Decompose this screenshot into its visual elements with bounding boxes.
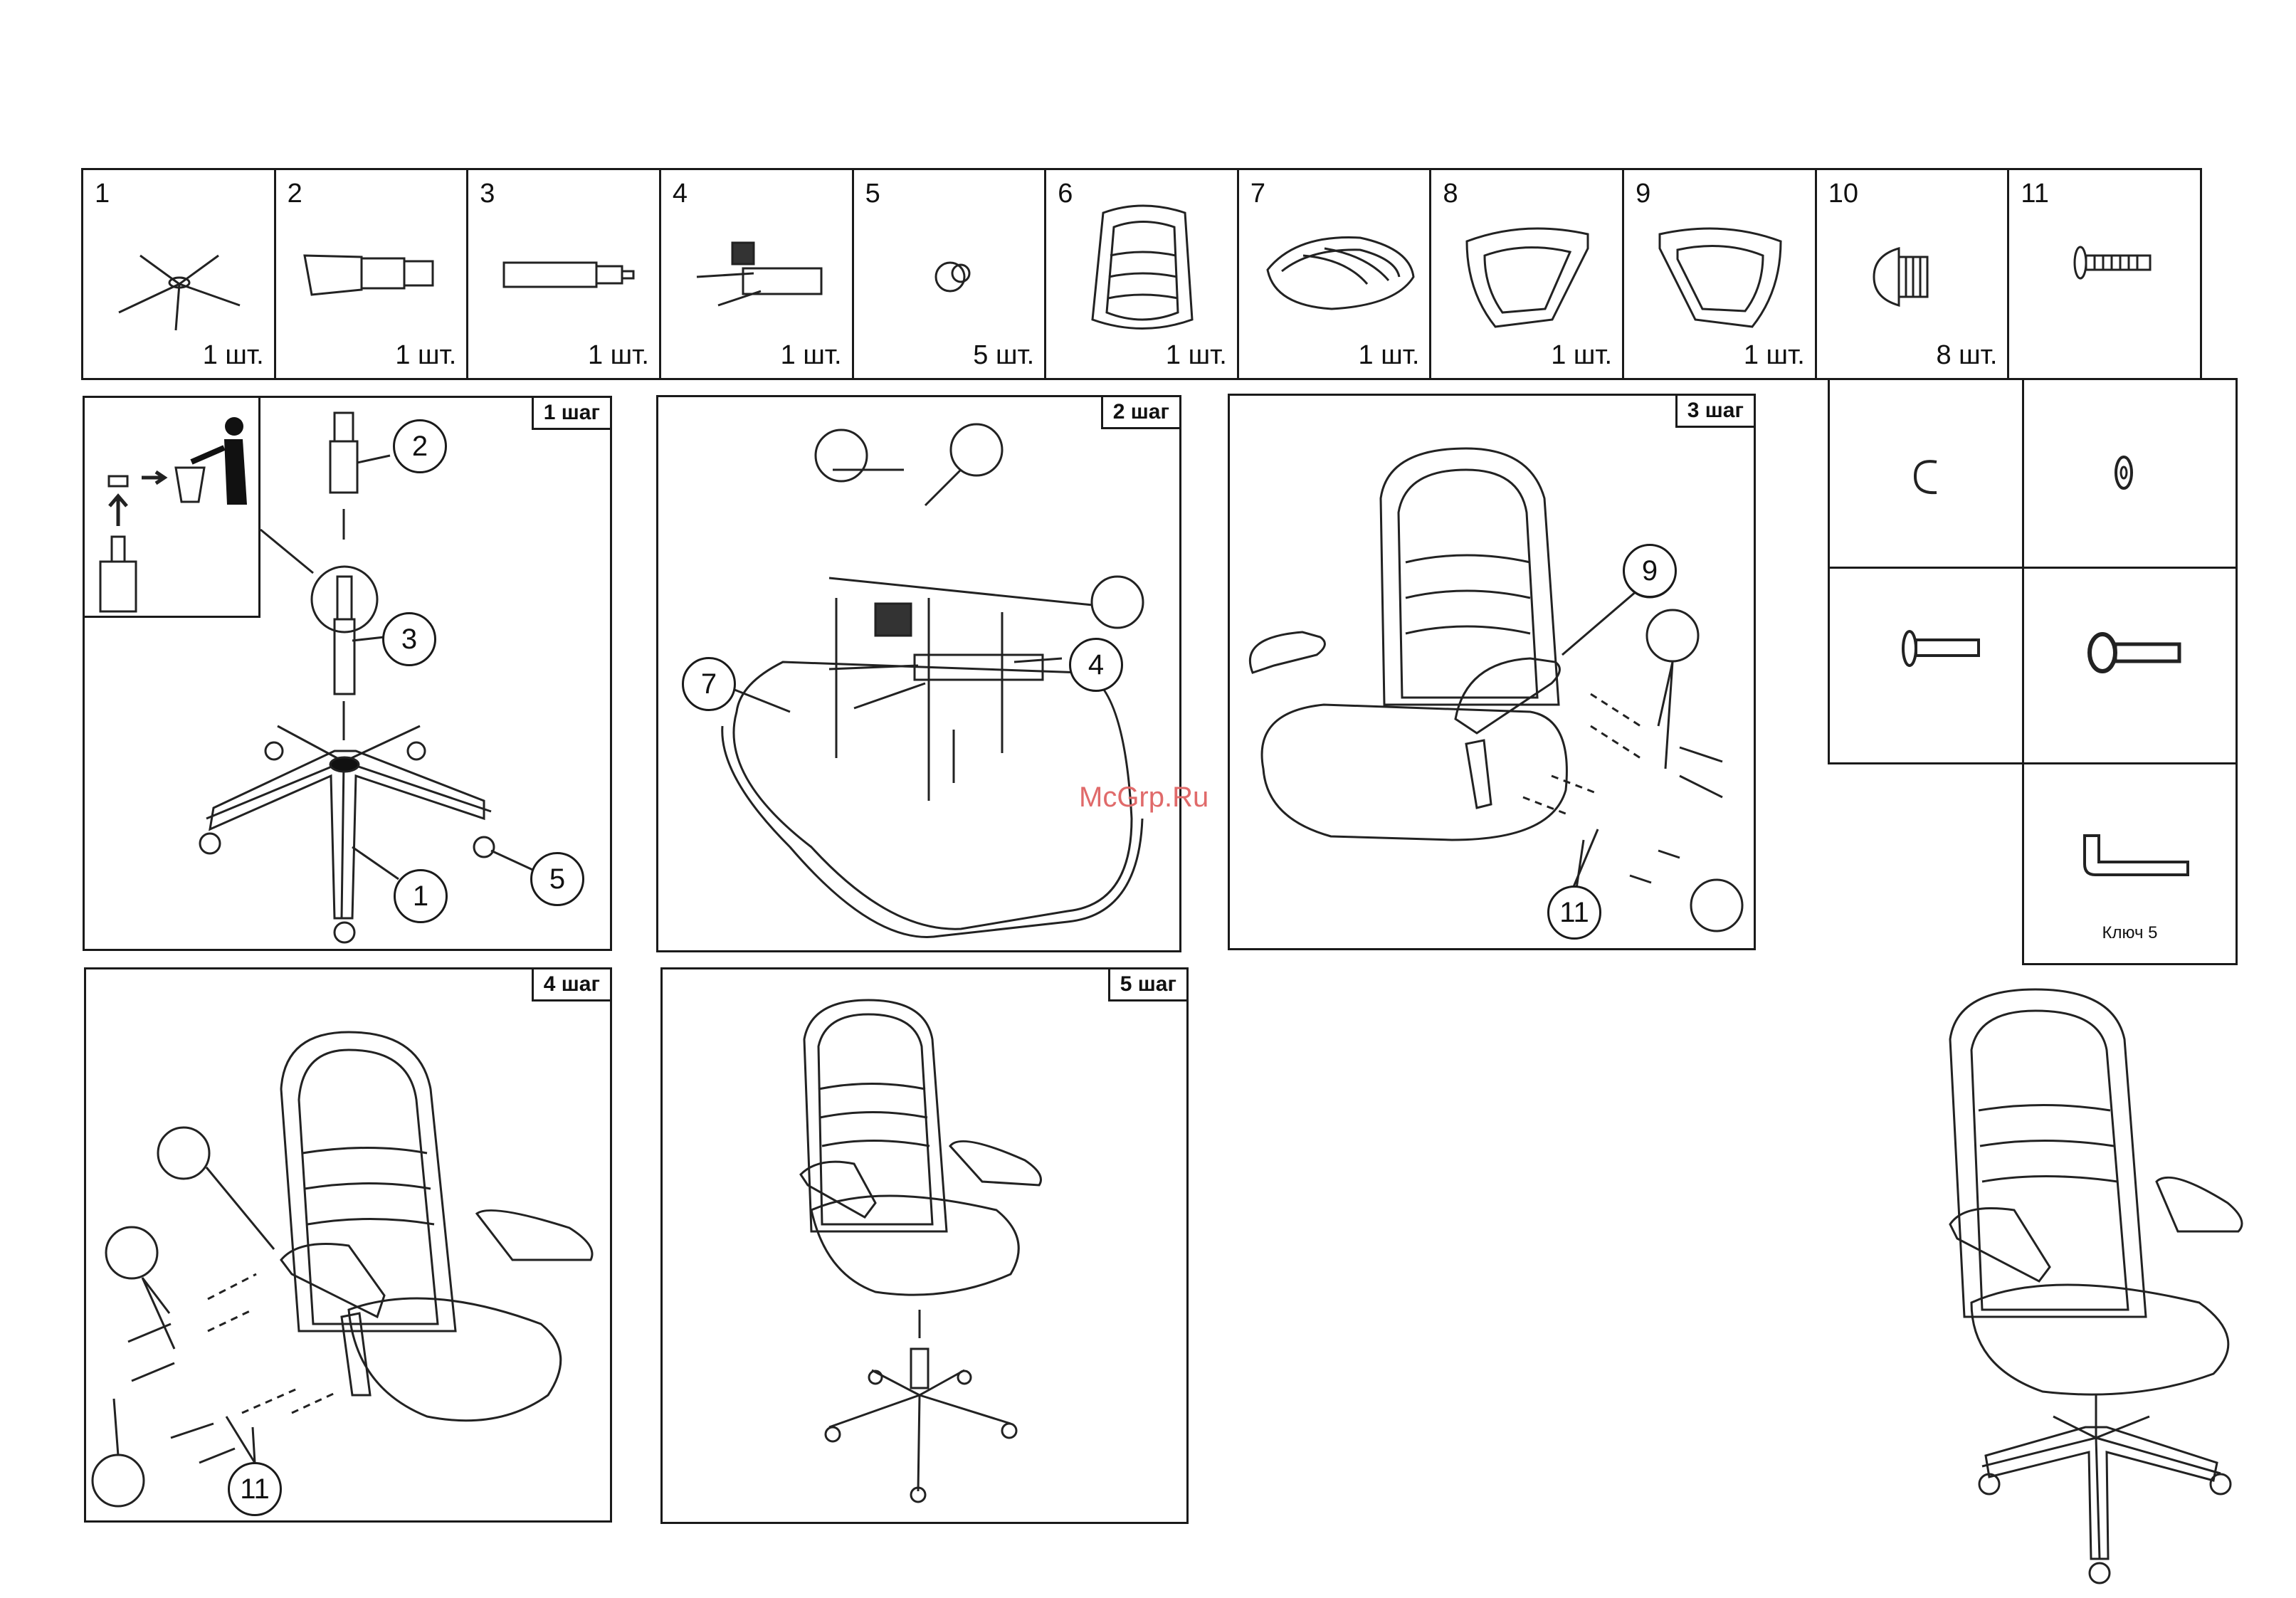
washer-icon (2024, 380, 2240, 571)
step-label: 2 шаг (1101, 397, 1179, 429)
parts-table: 1 1 шт. 2 1 шт. 3 1 шт. (81, 168, 2202, 380)
part-cell-9: 9 1 шт. (1624, 170, 1817, 378)
gas-lift-icon (483, 206, 646, 334)
gas-cover-icon (290, 206, 454, 334)
part-number: 1 (95, 179, 110, 209)
bolt-icon (2023, 206, 2187, 334)
part-number: 9 (1636, 179, 1650, 209)
bolt-icon (1830, 569, 2026, 767)
part-cell-2: 2 1 шт. (276, 170, 469, 378)
part-qty: 8 шт. (1936, 340, 1997, 371)
step-label: 1 шаг (532, 398, 610, 430)
part-qty: 1 шт. (1166, 340, 1227, 371)
seat-icon (1253, 206, 1417, 334)
part-number: 3 (480, 179, 495, 209)
part-cell-1: 1 1 шт. (83, 170, 276, 378)
callout-1: 1 (394, 869, 448, 923)
hardware-cell-bolt (1828, 567, 2024, 764)
part-cell-8: 8 1 шт. (1431, 170, 1624, 378)
callout-3: 3 (382, 612, 436, 666)
part-qty: 5 шт. (973, 340, 1034, 371)
c-ring-icon (1830, 380, 2026, 571)
step-4-panel: 4 шаг (84, 967, 612, 1523)
callout-11: 11 (1547, 885, 1601, 940)
cap-icon (1831, 206, 1995, 334)
armrest-left-icon (1445, 206, 1609, 334)
part-qty: 1 шт. (395, 340, 456, 371)
key-label: Ключ 5 (2024, 923, 2236, 943)
part-cell-4: 4 1 шт. (661, 170, 854, 378)
hardware-cell-key: Ключ 5 (2022, 762, 2238, 965)
watermark: McGrp.Ru (1079, 782, 1208, 814)
step-label: 5 шаг (1108, 969, 1186, 1002)
callout-11: 11 (228, 1462, 282, 1516)
hardware-cell-hex-bolt (2022, 567, 2238, 764)
callout-4: 4 (1069, 638, 1123, 692)
part-qty: 1 шт. (203, 340, 264, 371)
part-number: 4 (673, 179, 688, 209)
part-number: 2 (288, 179, 302, 209)
hardware-cell-washer (2022, 378, 2238, 569)
callout-7: 7 (682, 657, 736, 711)
part-number: 8 (1443, 179, 1458, 209)
part-number: 11 (2021, 179, 2048, 209)
mechanism-icon (675, 206, 839, 334)
part-cell-11: 11 (2009, 170, 2200, 378)
callout-5: 5 (530, 852, 584, 906)
part-number: 5 (865, 179, 880, 209)
final-chair-drawing (1950, 989, 2242, 1583)
callout-2: 2 (393, 419, 447, 473)
part-qty: 1 шт. (1744, 340, 1805, 371)
star-base-icon (98, 206, 261, 334)
part-qty: 1 шт. (781, 340, 842, 371)
step-5-panel: 5 шаг (660, 967, 1189, 1524)
disposal-icon (85, 398, 263, 620)
step-label: 4 шаг (532, 969, 610, 1002)
hardware-cell-c-ring (1828, 378, 2024, 569)
hex-bolt-icon (2024, 569, 2240, 767)
part-qty: 1 шт. (1551, 340, 1612, 371)
step-1-inset (83, 396, 260, 618)
armrest-right-icon (1638, 206, 1802, 334)
part-cell-5: 5 5 шт. (854, 170, 1047, 378)
part-cell-10: 10 8 шт. (1817, 170, 2010, 378)
part-cell-6: 6 1 шт. (1046, 170, 1239, 378)
part-number: 10 (1828, 179, 1858, 209)
caster-icon (868, 206, 1032, 334)
step-label: 3 шаг (1675, 396, 1754, 428)
part-cell-3: 3 1 шт. (468, 170, 661, 378)
part-cell-7: 7 1 шт. (1239, 170, 1432, 378)
backrest-icon (1060, 191, 1224, 334)
part-number: 7 (1250, 179, 1265, 209)
step-3-panel: 3 шаг (1228, 394, 1756, 950)
callout-9: 9 (1623, 544, 1677, 598)
part-qty: 1 шт. (588, 340, 649, 371)
part-qty: 1 шт. (1359, 340, 1420, 371)
